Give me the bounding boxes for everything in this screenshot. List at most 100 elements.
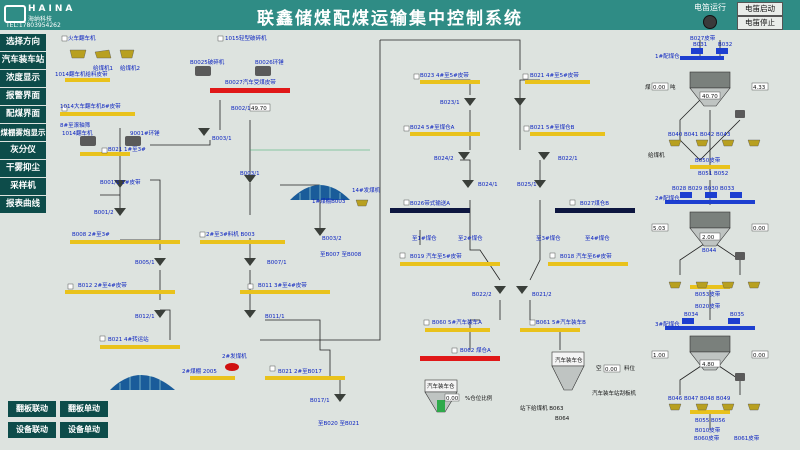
chute-10: [334, 394, 346, 402]
label-35: B017/1: [310, 398, 330, 404]
crushers: [80, 66, 745, 381]
readout-box-10: [699, 359, 721, 368]
readout-5: 0.00: [753, 226, 766, 232]
sidebar-item-blending[interactable]: 配煤界面: [0, 106, 46, 124]
feeder-4: [355, 199, 369, 207]
label-49: 至2#煤仓: [458, 234, 483, 242]
label-18: B001/2: [94, 210, 114, 216]
label-25: B007/1: [267, 260, 287, 266]
label-78: 2#配煤仓: [655, 194, 680, 202]
conveyor-b060r: [690, 410, 730, 414]
device-single-button[interactable]: 设备单动: [60, 422, 108, 438]
blue-gate-7: [728, 318, 740, 324]
coal-sheds: [110, 183, 350, 390]
label-51: 至4#煤仓: [585, 234, 610, 242]
feeder-9: [668, 281, 682, 289]
flap-single-button[interactable]: 翻板单动: [60, 401, 108, 417]
label-23: B003/2: [322, 236, 342, 242]
readout-box-8: [603, 364, 621, 373]
sidebar-item-ash-analyzer[interactable]: 灰分仪: [0, 142, 46, 160]
label-13: B0026环锤: [255, 58, 284, 66]
label-10: 9001#环锤: [130, 129, 160, 137]
status-sq-11: [399, 252, 406, 259]
status-sq-17: [99, 335, 106, 342]
feeder-7: [721, 139, 735, 147]
label-24: B005/1: [135, 260, 155, 266]
readout-10: 4.80: [702, 362, 715, 368]
label-9: B021 1#至3#: [108, 146, 146, 153]
status-sq-2: [217, 35, 224, 42]
sidebar-item-truck-station[interactable]: 汽车装车站: [0, 52, 46, 70]
readout-6: 1.00: [653, 353, 666, 359]
label-69: 煤: [645, 83, 651, 91]
status-sq-18: [199, 231, 206, 238]
flap-linkage-button[interactable]: 翻板联动: [8, 401, 56, 417]
feeder-15: [721, 403, 735, 411]
status-sq-14: [529, 319, 536, 326]
conveyor-b008: [70, 240, 180, 244]
label-50: 至3#煤仓: [536, 234, 561, 242]
label-43: B022/1: [558, 156, 578, 162]
crusher-3: [195, 66, 211, 76]
readout-2: 4.33: [753, 85, 766, 91]
readout-3: 40.70: [702, 94, 718, 100]
readout-box-12: [249, 103, 271, 112]
blue-gate-6: [682, 318, 694, 324]
label-32: 2#发煤机: [222, 352, 247, 360]
label-16: B003/1: [212, 136, 232, 142]
label-42: B024/2: [434, 156, 454, 162]
conveyor-b011: [240, 290, 330, 294]
status-sq-12: [549, 252, 556, 259]
conveyor-b021-4: [100, 345, 180, 349]
crusher-4: [255, 66, 271, 76]
blue-gate-4: [705, 192, 717, 198]
label-28: B011 3#至4#皮带: [258, 281, 307, 289]
label-73: B040 B041 B042 B043: [668, 132, 731, 138]
label-88: B060皮带: [694, 434, 720, 442]
label-67: B027皮带: [690, 34, 716, 42]
sidebar-item-report[interactable]: 报表曲线: [0, 196, 46, 214]
diagram-labels: 火车翻车机 给煤机1 给煤机2 1014翻车机给料皮带 1014大车翻车机8#皮…: [55, 34, 760, 442]
feeder-5: [668, 139, 682, 147]
sidebar-item-sampler[interactable]: 采样机: [0, 178, 46, 196]
conveyor-b021-2: [265, 376, 345, 380]
elec-start-button[interactable]: 电笛启动: [737, 2, 783, 16]
label-64: 汽车装车站刮板机: [592, 389, 637, 397]
elec-stop-button[interactable]: 电笛停止: [737, 16, 783, 30]
sidebar-item-dust-suppress[interactable]: 干雾抑尘: [0, 160, 46, 178]
header-bar: [0, 0, 800, 30]
label-30: B011/1: [265, 314, 285, 320]
readout-box-3: [699, 91, 721, 100]
chute-1: [114, 180, 126, 188]
readout-box-5: [751, 223, 769, 232]
readout-box-6: [651, 350, 669, 359]
elec-run-lamp: [703, 15, 717, 29]
label-4: 1014翻车机给料皮带: [55, 70, 108, 78]
sidebar-item-alarm[interactable]: 报警界面: [0, 88, 46, 106]
status-sq-8: [523, 125, 530, 132]
status-sq-19: [67, 283, 74, 290]
label-38: B021 4#至5#皮带: [530, 71, 579, 79]
label-12: B0025破碎机: [190, 58, 225, 66]
label-1: 火车翻车机: [68, 34, 96, 42]
chute-9: [314, 228, 326, 236]
label-55: B021/2: [532, 292, 552, 298]
chutes: [114, 98, 550, 402]
conveyor-b003: [200, 240, 285, 244]
conveyor-b062-red: [420, 356, 500, 361]
sidebar-item-direction[interactable]: 选择方向: [0, 34, 46, 52]
label-79: B044: [702, 248, 717, 254]
sidebar-item-fog-cannon[interactable]: 煤棚雾炮显示: [0, 124, 46, 142]
status-sq-5: [413, 73, 420, 80]
status-sq-3: [61, 105, 68, 112]
feeder-12: [747, 281, 761, 289]
chute-15: [462, 180, 474, 188]
label-36: 至B020 至B021: [318, 420, 359, 427]
sidebar-item-concentration[interactable]: 浓度显示: [0, 70, 46, 88]
conveyors: [60, 56, 755, 414]
blending-bins: [680, 48, 742, 371]
readout-11: 0.00: [446, 396, 459, 402]
device-linkage-button[interactable]: 设备联动: [8, 422, 56, 438]
label-19: B008 2#至3#: [72, 231, 110, 238]
